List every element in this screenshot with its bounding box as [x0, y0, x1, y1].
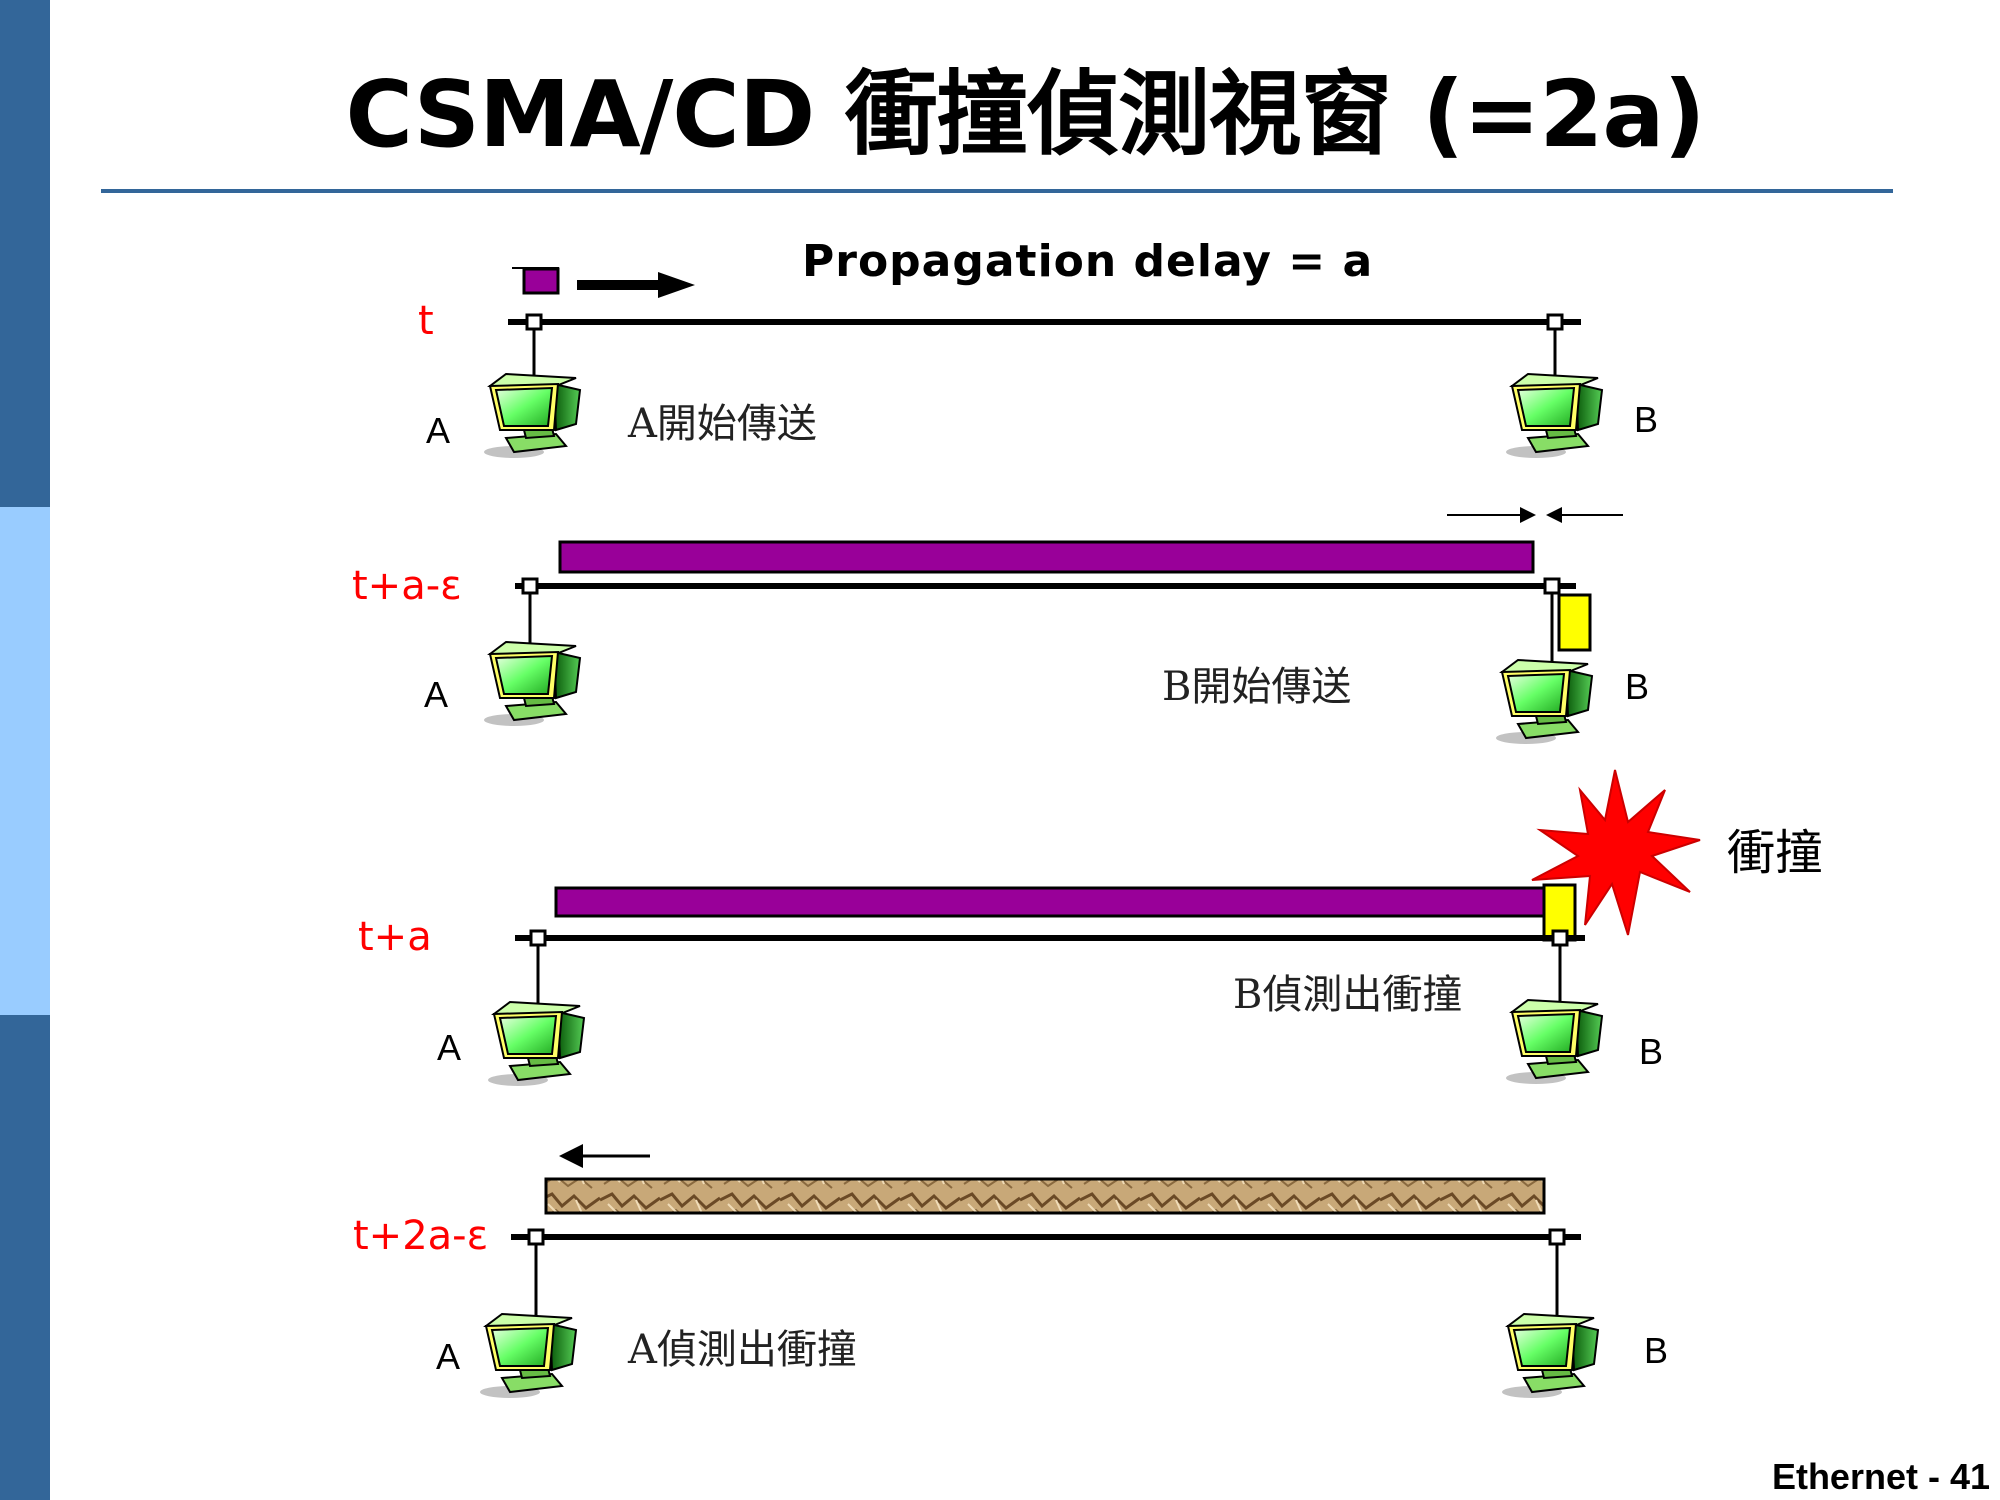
slide-footer: Ethernet - 41: [1771, 1456, 1990, 1497]
node-a-label: A: [426, 410, 451, 451]
frame-a-bar: [558, 540, 1535, 574]
computer-a-icon: [482, 372, 582, 460]
node-a-label: A: [437, 1027, 462, 1068]
computer-b-icon: [1504, 372, 1604, 460]
computer-a-icon: [478, 1312, 578, 1400]
row-caption: B開始傳送: [1162, 664, 1352, 710]
node-b-label: B: [1644, 1330, 1669, 1371]
computer-b-icon: [1504, 998, 1604, 1086]
computer-b-icon: [1500, 1312, 1600, 1400]
node-b-label: B: [1625, 666, 1650, 707]
node-a-label: A: [424, 674, 449, 715]
node-b-label: B: [1639, 1031, 1664, 1072]
title-rule: [101, 189, 1893, 193]
row-caption: A開始傳送: [628, 401, 817, 447]
time-label: t+a: [358, 914, 432, 960]
row-2: [482, 507, 1623, 746]
side-band-middle: [0, 507, 50, 1015]
row-1: [482, 267, 1604, 460]
time-label: t: [418, 298, 434, 344]
tap-b: [1546, 313, 1564, 331]
computer-a-icon: [486, 1000, 586, 1088]
side-band-top: [0, 0, 50, 507]
collision-signal-bar: [544, 1177, 1546, 1215]
row-caption: B偵測出衝撞: [1233, 972, 1463, 1018]
computer-b-icon: [1494, 658, 1594, 746]
side-band-bottom: [0, 1015, 50, 1500]
propagation-delay-label: Propagation delay = a: [802, 236, 1374, 287]
time-label: t+2a-ε: [353, 1213, 489, 1259]
node-b-label: B: [1634, 399, 1659, 440]
row-3: [486, 769, 1701, 1088]
slide-title: CSMA/CD 衝撞偵測視窗 (=2a): [345, 61, 1705, 168]
frame-a-bar: [554, 886, 1546, 918]
node-a-label: A: [436, 1336, 461, 1377]
row-caption: A偵測出衝撞: [628, 1327, 857, 1373]
frame-a-packet: [522, 267, 560, 295]
time-label: t+a-ε: [352, 563, 462, 609]
collision-label: 衝撞: [1727, 825, 1824, 881]
collision-starburst-icon: [1531, 769, 1701, 936]
frame-b-packet: [1557, 593, 1592, 652]
computer-a-icon: [482, 640, 582, 728]
row-4: [478, 1144, 1600, 1400]
tap-a: [525, 313, 543, 331]
